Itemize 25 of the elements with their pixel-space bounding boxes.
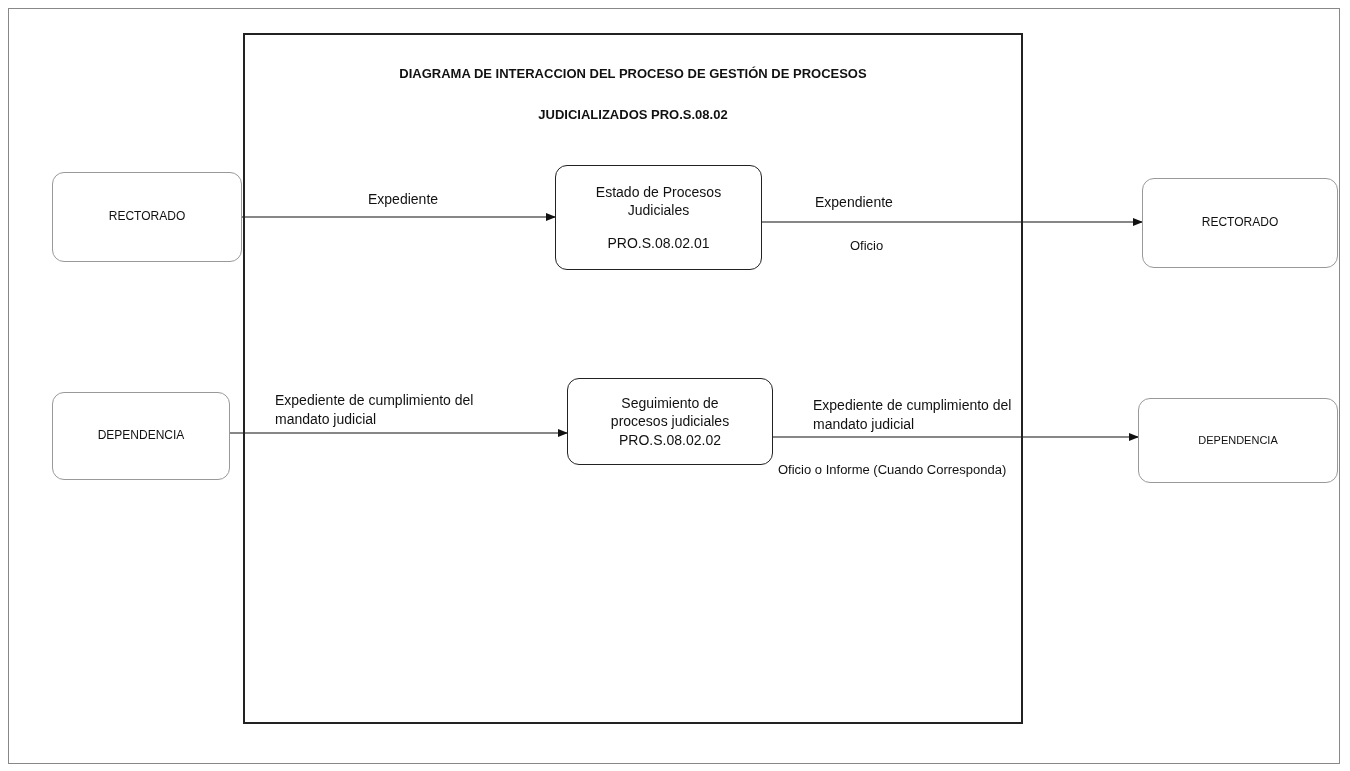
entity-box	[52, 392, 230, 480]
flow-note: Oficio o Informe (Cuando Corresponda)	[778, 462, 1007, 477]
frame-heading: DIAGRAMA DE INTERACCION DEL PROCESO DE GESTIÓN DE PROCESOS JUDICIALIZADOS PRO.S.08.02	[398, 65, 868, 124]
process-box	[555, 165, 762, 270]
arrow	[229, 429, 568, 437]
arrow	[772, 433, 1139, 441]
node-label: RECTORADO	[1201, 215, 1279, 231]
edge-label: Expediente de cumplimiento del mandato judicial	[275, 391, 475, 429]
node-label: Seguimiento de procesos judiciales	[609, 394, 731, 431]
process-box	[567, 378, 773, 465]
edge-label: Expediente	[368, 190, 439, 209]
node-label: DEPENDENCIA	[97, 428, 185, 444]
flow-note: Oficio	[850, 238, 884, 253]
entity-box	[1138, 398, 1338, 483]
node-label: PRO.S.08.02.02	[619, 430, 721, 449]
entity-box	[52, 172, 242, 262]
node-label: DEPENDENCIA	[1198, 433, 1278, 448]
node-label: PRO.S.08.02.01	[607, 233, 710, 252]
edge-label: Expendiente	[815, 193, 893, 212]
node-label: RECTORADO	[108, 209, 186, 225]
edge-label: Expediente de cumplimiento del mandato judicial	[813, 396, 1013, 434]
arrow	[761, 218, 1143, 226]
process-frame-box	[243, 33, 1023, 724]
entity-box	[1142, 178, 1338, 268]
node-label: Estado de Procesos Judiciales	[594, 183, 723, 220]
